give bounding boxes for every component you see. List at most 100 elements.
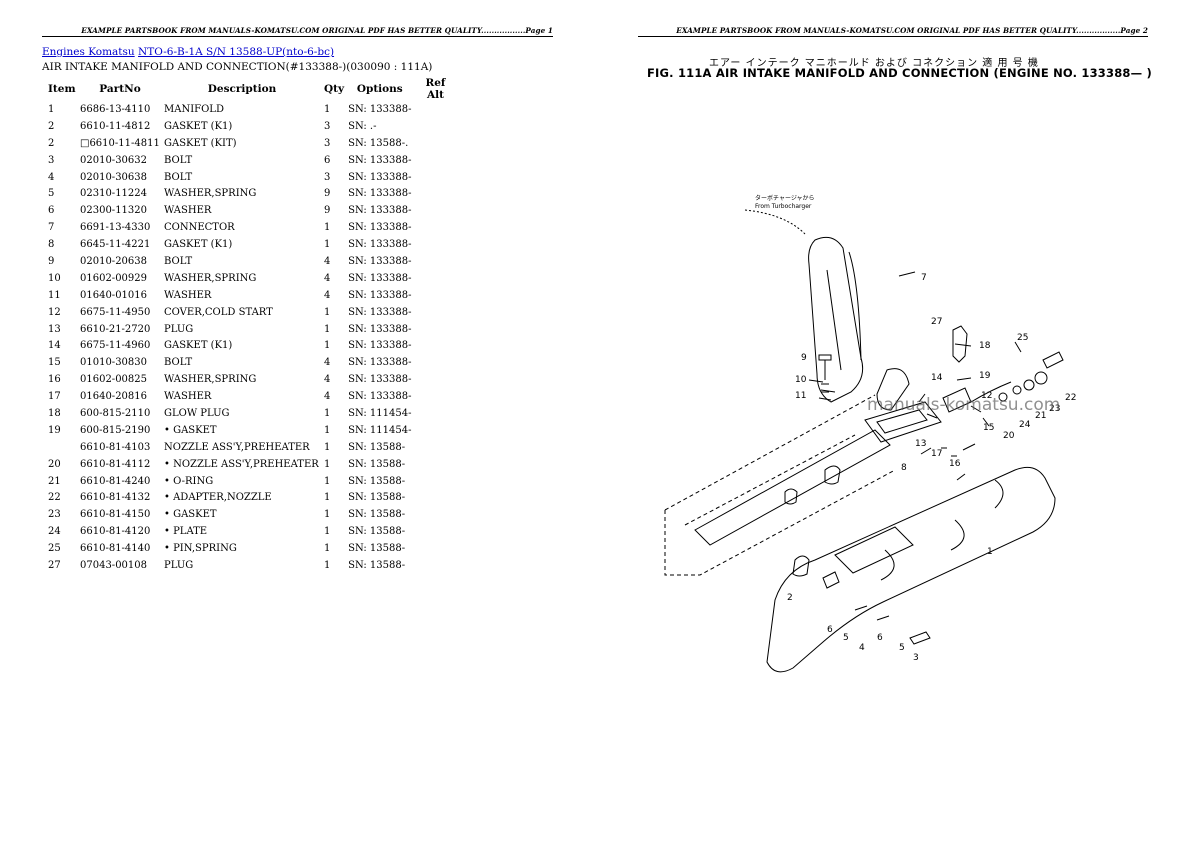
cell-qty: 1	[324, 441, 331, 453]
exploded-parts-diagram: ターボチャージャから From Turbocharger 7 27 18 25 …	[664, 194, 1076, 673]
cell-ref-alt	[413, 321, 457, 338]
manifold-body	[766, 466, 1056, 673]
cell-options: SN: 133388-	[348, 103, 412, 115]
cell-item: 9	[48, 255, 55, 267]
cell-item: 16	[48, 374, 61, 386]
cell-item: 11	[48, 289, 61, 301]
parts-table: Item PartNo Description Qty Options Ref …	[44, 77, 457, 574]
cell-description: WASHER,SPRING	[164, 374, 257, 386]
cell-partno: 01640-01016	[80, 289, 148, 301]
cell-partno: 01010-30830	[80, 357, 148, 369]
cell-qty: 4	[324, 357, 331, 369]
page-1: EXAMPLE PARTSBOOK FROM MANUALS-KOMATSU.C…	[42, 26, 553, 574]
cell-ref-alt	[413, 169, 457, 186]
header-item: Item	[48, 83, 76, 95]
cell-qty: 4	[324, 289, 331, 301]
header-options: Options	[356, 83, 403, 95]
cell-ref-alt	[413, 202, 457, 219]
glow-plug	[952, 325, 968, 363]
cell-partno: 6691-13-4330	[80, 222, 151, 234]
cell-qty: 1	[324, 222, 331, 234]
cell-options: SN: 13588-	[348, 475, 406, 487]
cell-qty: 6	[324, 154, 331, 166]
callout-18: 18	[979, 341, 991, 351]
callout-1: 1	[987, 547, 993, 557]
cell-ref-alt	[413, 371, 457, 388]
header-description: Description	[207, 83, 277, 95]
cell-qty: 1	[324, 458, 331, 470]
cell-item: 23	[48, 509, 61, 521]
callout-6a: 6	[827, 625, 833, 635]
cell-qty: 3	[324, 171, 331, 183]
breadcrumb: Engines Komatsu NTO-6-B-1A S/N 13588-UP(…	[42, 46, 334, 58]
header-qty: Qty	[324, 83, 345, 95]
cell-qty: 1	[324, 475, 331, 487]
section-subtitle: AIR INTAKE MANIFOLD AND CONNECTION(#1333…	[42, 61, 433, 73]
cell-qty: 4	[324, 374, 331, 386]
turbo-label-jp: ターボチャージャから	[755, 194, 815, 202]
page-2: EXAMPLE PARTSBOOK FROM MANUALS-KOMATSU.C…	[595, 0, 1190, 842]
cell-options: SN: 133388-	[348, 239, 412, 251]
cell-description: COVER,COLD START	[164, 306, 273, 318]
page-banner: EXAMPLE PARTSBOOK FROM MANUALS-KOMATSU.C…	[638, 26, 1148, 37]
cell-partno: 6610-81-4150	[80, 509, 151, 521]
cell-ref-alt	[413, 287, 457, 304]
cell-ref-alt	[413, 473, 457, 490]
cell-description: PLUG	[164, 323, 194, 335]
cell-qty: 4	[324, 272, 331, 284]
cell-item: 6	[48, 205, 55, 217]
cell-item: 7	[48, 222, 55, 234]
cell-partno: 01640-20816	[80, 391, 148, 403]
cell-options: SN: 13588-.	[348, 137, 409, 149]
cell-description: GASKET (K1)	[164, 239, 233, 251]
cell-options: SN: 133388-	[348, 306, 412, 318]
cell-description: • GASKET	[164, 509, 217, 521]
cell-ref-alt	[413, 439, 457, 456]
page-banner: EXAMPLE PARTSBOOK FROM MANUALS-KOMATSU.C…	[42, 26, 553, 37]
cell-ref-alt	[413, 152, 457, 169]
cell-ref-alt	[413, 354, 457, 371]
cell-ref-alt	[413, 456, 457, 473]
cell-ref-alt	[413, 506, 457, 523]
cell-description: BOLT	[164, 154, 193, 166]
cell-item: 17	[48, 391, 61, 403]
cell-qty: 9	[324, 205, 331, 217]
cell-description: GLOW PLUG	[164, 407, 230, 419]
cell-ref-alt	[413, 253, 457, 270]
cell-ref-alt	[413, 557, 457, 574]
cell-item: 1	[48, 103, 55, 115]
callout-13: 13	[915, 439, 926, 449]
engine-block-body	[694, 429, 891, 546]
cell-description: GASKET (K1)	[164, 120, 233, 132]
breadcrumb-link-model[interactable]: NTO-6-B-1A S/N 13588-UP(nto-6-bc)	[138, 46, 335, 58]
cell-partno: 6686-13-4110	[80, 103, 151, 115]
cell-ref-alt	[413, 236, 457, 253]
cell-options: SN: 13588-	[348, 458, 406, 470]
cell-partno: 6675-11-4950	[80, 306, 151, 318]
callout-17: 17	[931, 449, 942, 459]
cell-options: SN: 13588-	[348, 492, 406, 504]
cell-item: 2	[48, 137, 55, 149]
gasket-2	[792, 555, 810, 577]
cell-options: SN: 133388-	[348, 272, 412, 284]
callout-27: 27	[931, 317, 942, 327]
cell-options: SN: .-	[348, 120, 377, 132]
engine-block-outline	[664, 394, 896, 576]
breadcrumb-link-engines[interactable]: Engines Komatsu	[42, 46, 135, 58]
